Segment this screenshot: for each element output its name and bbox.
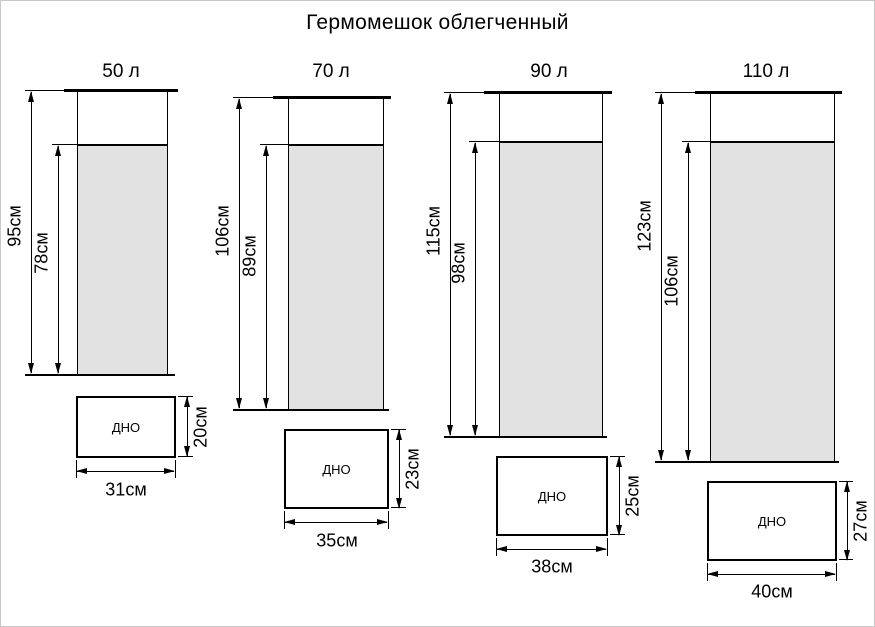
bottom-depth-arrow-icon xyxy=(396,429,402,509)
diagram-title: Гермомешок облегченный xyxy=(306,11,569,34)
volume-label: 70 л xyxy=(312,61,350,82)
bag-top-closure xyxy=(273,96,391,99)
bottom-panel: ДНО xyxy=(284,429,389,509)
total-height-arrow-icon xyxy=(28,91,34,374)
witness-line-body-top xyxy=(469,141,499,142)
bag-body xyxy=(499,141,603,436)
volume-label: 110 л xyxy=(742,61,790,82)
bottom-panel-label: ДНО xyxy=(537,488,567,504)
bottom-width-arrow-icon xyxy=(707,571,836,577)
body-height-label: 106см xyxy=(661,255,682,307)
bottom-panel: ДНО xyxy=(707,481,837,561)
bag-neck-left-line xyxy=(710,94,711,141)
witness-line-body-top xyxy=(52,144,77,145)
bottom-depth-label: 27см xyxy=(850,500,871,542)
bottom-depth-arrow-icon xyxy=(616,456,622,536)
bottom-width-arrow-icon xyxy=(76,468,175,474)
bottom-width-label: 35см xyxy=(316,530,358,551)
bag-body xyxy=(77,144,168,374)
bottom-width-arrow-icon xyxy=(496,546,607,552)
bottom-panel: ДНО xyxy=(76,396,176,458)
bottom-depth-arrow-icon xyxy=(184,396,190,457)
bag-neck-right-line xyxy=(383,99,384,144)
bottom-width-arrow-icon xyxy=(284,519,388,525)
bag-top-closure xyxy=(64,89,178,92)
bottom-panel: ДНО xyxy=(496,456,608,536)
bag-neck-right-line xyxy=(167,92,168,144)
bag-neck-left-line xyxy=(499,94,500,141)
witness-line-width-right xyxy=(175,460,176,478)
bottom-width-label: 31см xyxy=(105,479,147,500)
bottom-depth-arrow-icon xyxy=(844,481,850,561)
bag-body xyxy=(288,144,384,409)
volume-label: 90 л xyxy=(530,61,568,82)
bottom-panel-label: ДНО xyxy=(322,461,351,477)
bag-body xyxy=(710,141,835,461)
witness-line-width-right xyxy=(836,563,837,581)
total-height-arrow-icon xyxy=(658,93,664,461)
witness-line-body-top xyxy=(260,144,288,145)
body-height-arrow-icon xyxy=(685,142,691,461)
bag-neck-right-line xyxy=(602,94,603,141)
total-height-arrow-icon xyxy=(236,98,242,409)
witness-line-top xyxy=(655,92,710,93)
volume-label: 50 л xyxy=(102,61,140,82)
body-height-arrow-icon xyxy=(263,145,269,409)
bag-bottom-line xyxy=(233,409,389,411)
witness-line-width-right xyxy=(388,511,389,529)
witness-line-top xyxy=(444,92,499,93)
witness-line-top xyxy=(233,97,288,98)
bottom-width-label: 38см xyxy=(531,556,573,577)
bag-bottom-line xyxy=(25,374,175,376)
total-height-arrow-icon xyxy=(447,93,453,436)
bag-neck-right-line xyxy=(834,94,835,141)
witness-line-width-right xyxy=(607,538,608,556)
bag-bottom-line xyxy=(655,461,839,463)
witness-line-body-top xyxy=(682,141,710,142)
total-height-label: 123см xyxy=(634,200,655,252)
bottom-width-label: 40см xyxy=(751,581,793,602)
body-height-arrow-icon xyxy=(472,142,478,436)
bottom-panel-label: ДНО xyxy=(111,419,141,435)
bag-neck-left-line xyxy=(77,92,78,144)
bottom-panel-label: ДНО xyxy=(757,513,787,529)
bag-top-closure xyxy=(484,91,612,94)
bag-neck-left-line xyxy=(288,99,289,144)
body-height-arrow-icon xyxy=(55,145,61,374)
witness-line-top xyxy=(25,90,77,91)
bag-bottom-line xyxy=(444,436,607,438)
bag-top-closure xyxy=(695,91,842,94)
